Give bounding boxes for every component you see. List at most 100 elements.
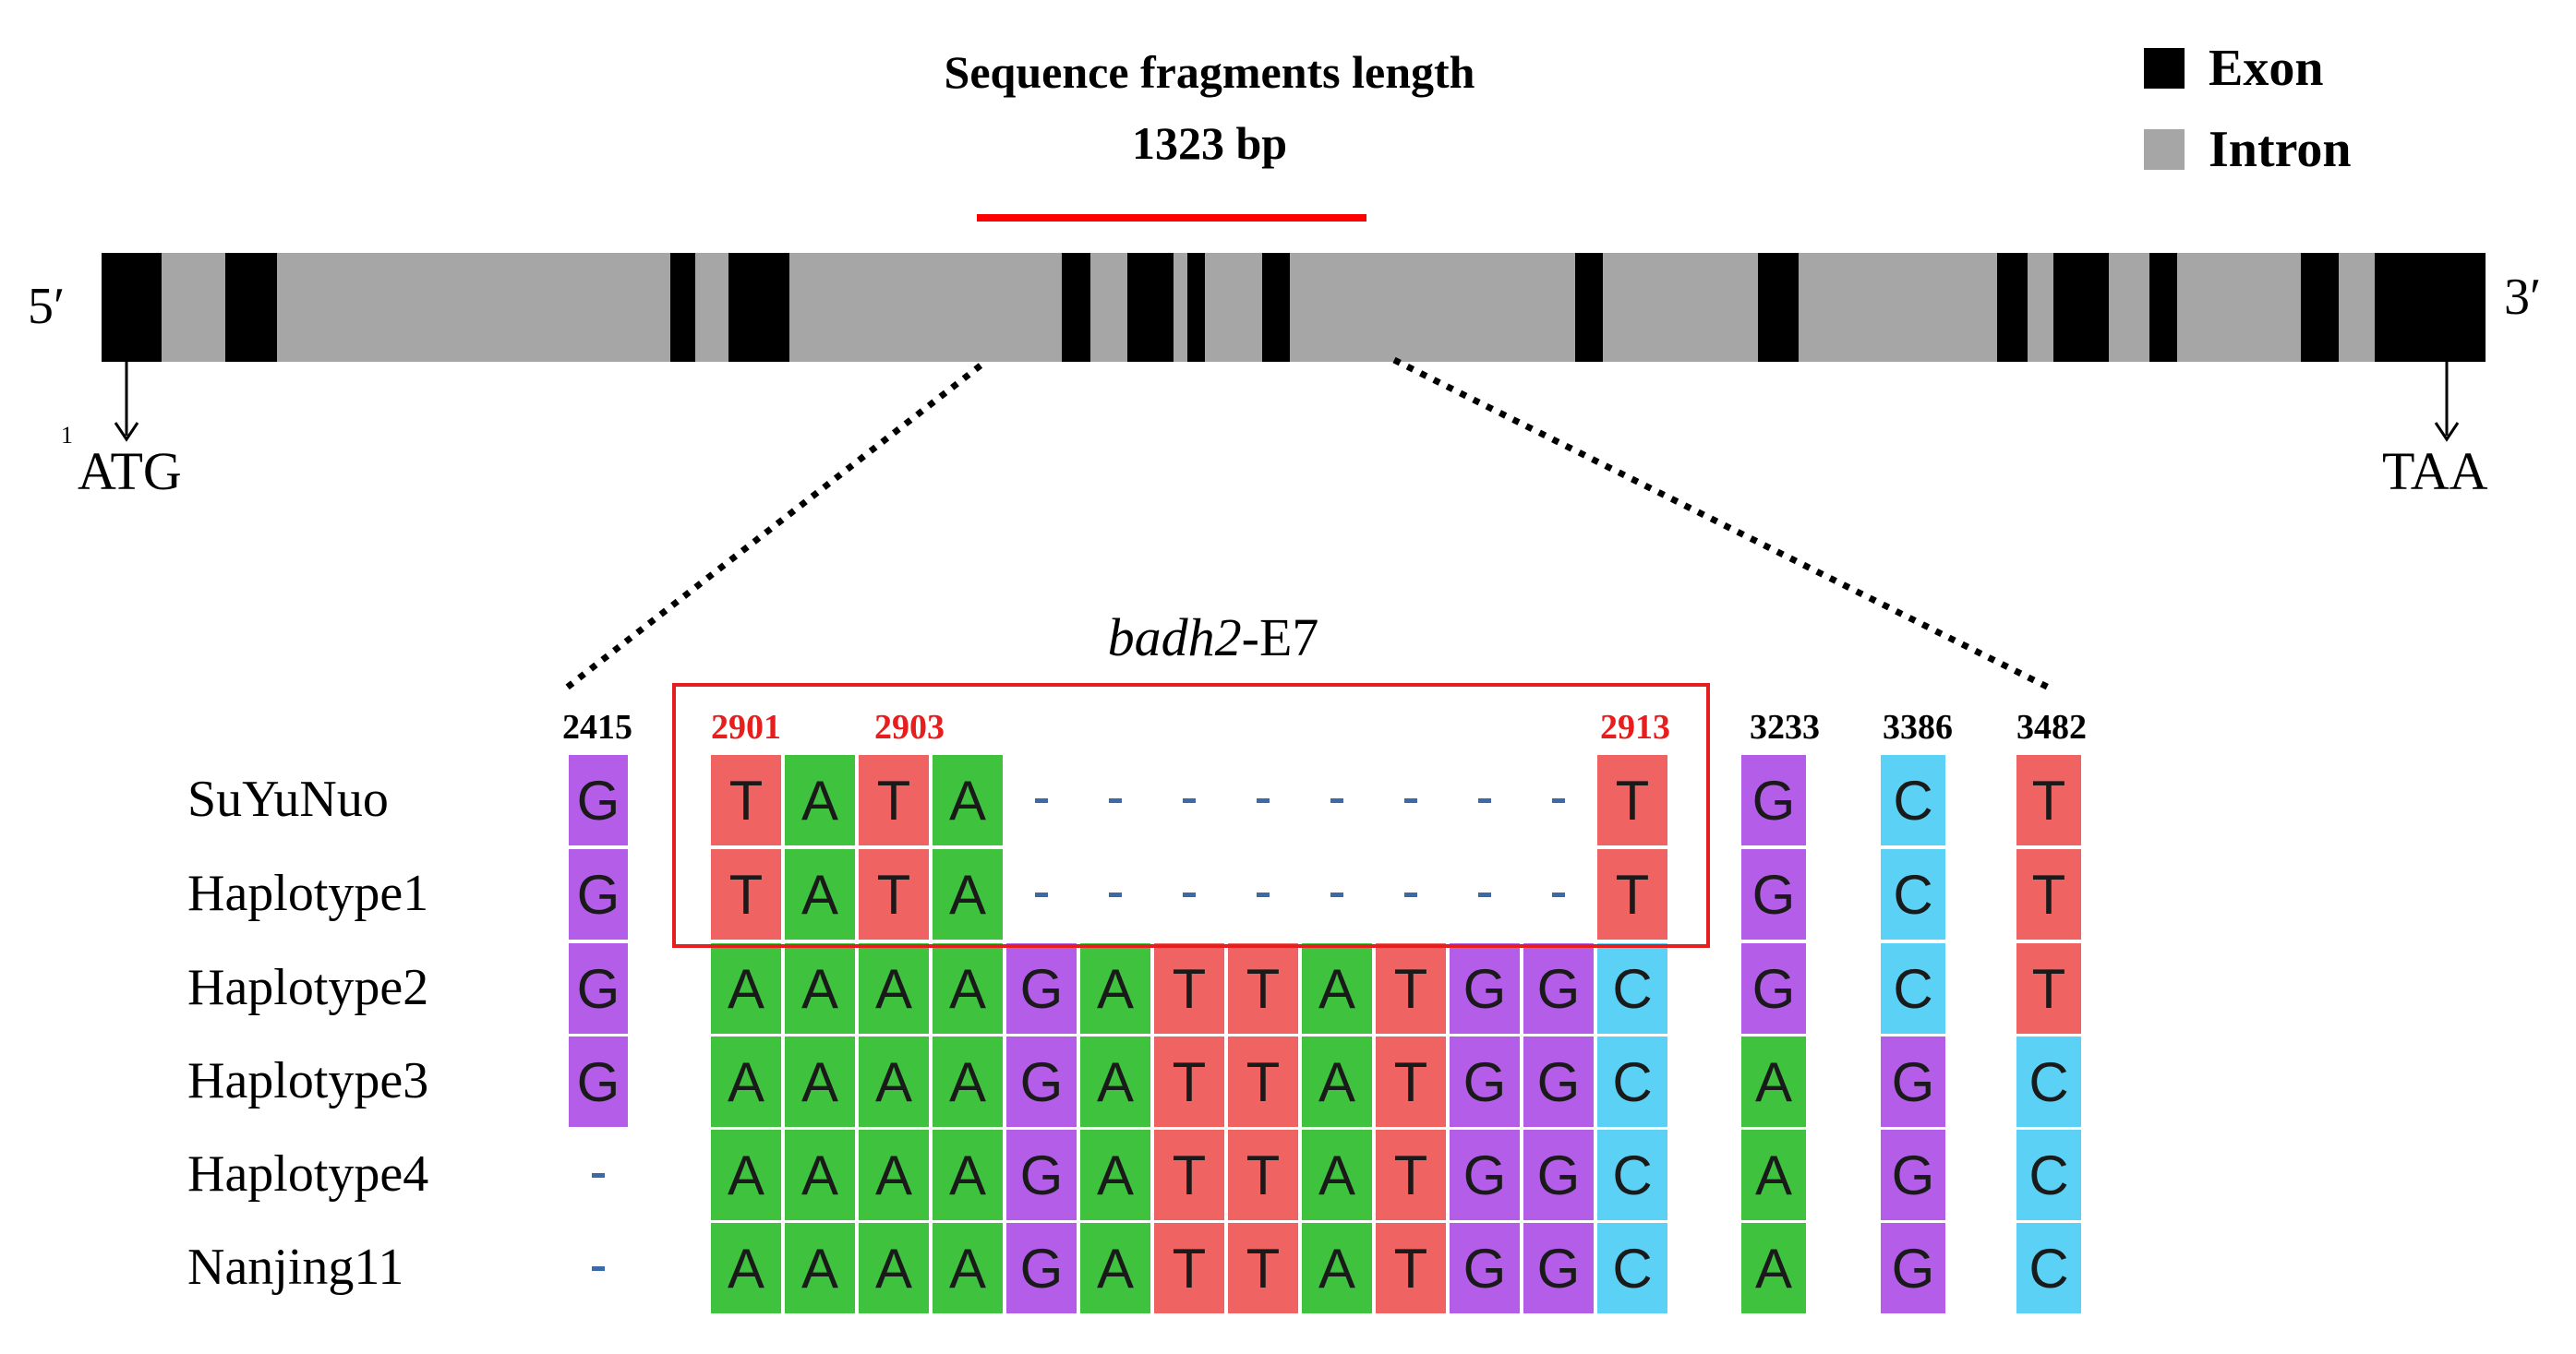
nucleotide-letter: T bbox=[729, 770, 764, 832]
nucleotide-cell-bg bbox=[933, 1223, 1003, 1313]
nucleotide-letter: A bbox=[801, 1238, 838, 1300]
nucleotide-cell-bg bbox=[711, 1223, 781, 1313]
zoom-line-left bbox=[560, 363, 983, 693]
start-codon-arrow-head bbox=[114, 422, 139, 442]
indel-highlight-box bbox=[672, 683, 1710, 948]
cell-3482: C bbox=[2016, 1223, 2081, 1313]
cell-2415 bbox=[569, 1130, 628, 1220]
nucleotide-cell-bg bbox=[785, 849, 855, 940]
cell-block-5 bbox=[1006, 849, 1077, 940]
nucleotide-letter: G bbox=[1463, 1051, 1507, 1113]
nucleotide-cell-bg bbox=[1450, 1036, 1520, 1127]
nucleotide-cell-bg bbox=[1302, 1036, 1372, 1127]
nucleotide-cell-bg bbox=[711, 943, 781, 1034]
nucleotide-cell-bg bbox=[785, 755, 855, 845]
nucleotide-cell-bg bbox=[1597, 849, 1667, 940]
nucleotide-cell-bg bbox=[1741, 943, 1806, 1034]
cell-block-11: G bbox=[1450, 1130, 1520, 1220]
cell-block-5: G bbox=[1006, 1130, 1077, 1220]
gap-dash bbox=[1552, 893, 1565, 897]
nucleotide-cell-bg bbox=[1376, 1223, 1446, 1313]
nucleotide-letter: G bbox=[1892, 1238, 1935, 1300]
cell-block-8: T bbox=[1228, 1036, 1298, 1127]
cell-3386: C bbox=[1881, 755, 1945, 845]
nucleotide-cell-bg bbox=[2016, 943, 2081, 1034]
nucleotide-letter: T bbox=[1616, 864, 1650, 926]
cell-block-11: G bbox=[1450, 1223, 1520, 1313]
exon-3 bbox=[670, 253, 695, 362]
cell-3386: G bbox=[1881, 1130, 1945, 1220]
cell-block-5 bbox=[1006, 755, 1077, 845]
nucleotide-letter: A bbox=[875, 1238, 912, 1300]
cell-3233: A bbox=[1741, 1223, 1806, 1313]
sample-name: Haplotype4 bbox=[187, 1145, 428, 1203]
nucleotide-cell-bg bbox=[1523, 1036, 1594, 1127]
nucleotide-letter: A bbox=[949, 958, 986, 1020]
cell-block-12: G bbox=[1523, 943, 1594, 1034]
cell-block-6 bbox=[1080, 849, 1150, 940]
nucleotide-letter: C bbox=[2028, 1238, 2068, 1300]
nucleotide-letter: A bbox=[728, 958, 764, 1020]
nucleotide-cell-bg bbox=[859, 1223, 929, 1313]
nucleotide-letter: T bbox=[1394, 958, 1428, 1020]
nucleotide-letter: A bbox=[1097, 1144, 1134, 1206]
nucleotide-cell-bg bbox=[1523, 1130, 1594, 1220]
cell-2415: G bbox=[569, 943, 628, 1034]
nucleotide-cell-bg bbox=[933, 1130, 1003, 1220]
sample-name: SuYuNuo bbox=[187, 771, 389, 828]
gap-dash bbox=[1257, 893, 1270, 897]
cell-3233: A bbox=[1741, 1130, 1806, 1220]
nucleotide-cell-bg bbox=[1376, 943, 1446, 1034]
nucleotide-cell-bg bbox=[1450, 943, 1520, 1034]
nucleotide-letter: C bbox=[1893, 864, 1932, 926]
cell-3233: G bbox=[1741, 849, 1806, 940]
nucleotide-letter: C bbox=[2028, 1051, 2068, 1113]
cell-block-10: T bbox=[1376, 1223, 1446, 1313]
nucleotide-letter: T bbox=[1246, 1051, 1281, 1113]
nucleotide-letter: A bbox=[1097, 958, 1134, 1020]
cell-block-10: T bbox=[1376, 1130, 1446, 1220]
nucleotide-letter: T bbox=[1394, 1144, 1428, 1206]
nucleotide-letter: G bbox=[1020, 1144, 1064, 1206]
cell-block-10 bbox=[1376, 755, 1446, 845]
nucleotide-cell-bg bbox=[1597, 943, 1667, 1034]
cell-block-3: A bbox=[859, 1223, 929, 1313]
nucleotide-letter: G bbox=[1892, 1051, 1935, 1113]
nucleotide-letter: G bbox=[1020, 1051, 1064, 1113]
cell-block-9: A bbox=[1302, 1130, 1372, 1220]
cell-block-1: T bbox=[711, 849, 781, 940]
cell-block-8 bbox=[1228, 849, 1298, 940]
cell-block-4: A bbox=[933, 1223, 1003, 1313]
nucleotide-cell-bg bbox=[1741, 1130, 1806, 1220]
cell-block-11: G bbox=[1450, 1036, 1520, 1127]
nucleotide-cell-bg bbox=[1741, 849, 1806, 940]
nucleotide-letter: A bbox=[728, 1051, 764, 1113]
cell-block-8 bbox=[1228, 755, 1298, 845]
stop-codon-arrow-head bbox=[2434, 422, 2460, 442]
cell-3233: A bbox=[1741, 1036, 1806, 1127]
cell-block-2: A bbox=[785, 1130, 855, 1220]
cell-block-13: C bbox=[1597, 1130, 1667, 1220]
nucleotide-letter: A bbox=[1755, 1144, 1792, 1206]
nucleotide-cell-bg bbox=[859, 1130, 929, 1220]
three-prime-label: 3′ bbox=[2504, 269, 2541, 326]
nucleotide-cell-bg bbox=[1376, 1130, 1446, 1220]
cell-2415: G bbox=[569, 755, 628, 845]
cell-block-1: A bbox=[711, 1036, 781, 1127]
cell-block-10: T bbox=[1376, 943, 1446, 1034]
region-label: badh2-E7 bbox=[1108, 607, 1319, 667]
cell-block-1: A bbox=[711, 1223, 781, 1313]
nucleotide-cell-bg bbox=[933, 849, 1003, 940]
cell-block-7: T bbox=[1154, 1036, 1224, 1127]
nucleotide-cell-bg bbox=[1523, 1223, 1594, 1313]
nucleotide-cell-bg bbox=[1881, 943, 1945, 1034]
gap-dash bbox=[1404, 798, 1417, 803]
nucleotide-cell-bg bbox=[933, 943, 1003, 1034]
nucleotide-letter: T bbox=[1173, 1238, 1207, 1300]
cell-3482: T bbox=[2016, 849, 2081, 940]
nucleotide-letter: T bbox=[877, 864, 911, 926]
nucleotide-cell-bg bbox=[1228, 1130, 1298, 1220]
nucleotide-letter: C bbox=[1893, 958, 1932, 1020]
nucleotide-letter: G bbox=[1752, 864, 1796, 926]
